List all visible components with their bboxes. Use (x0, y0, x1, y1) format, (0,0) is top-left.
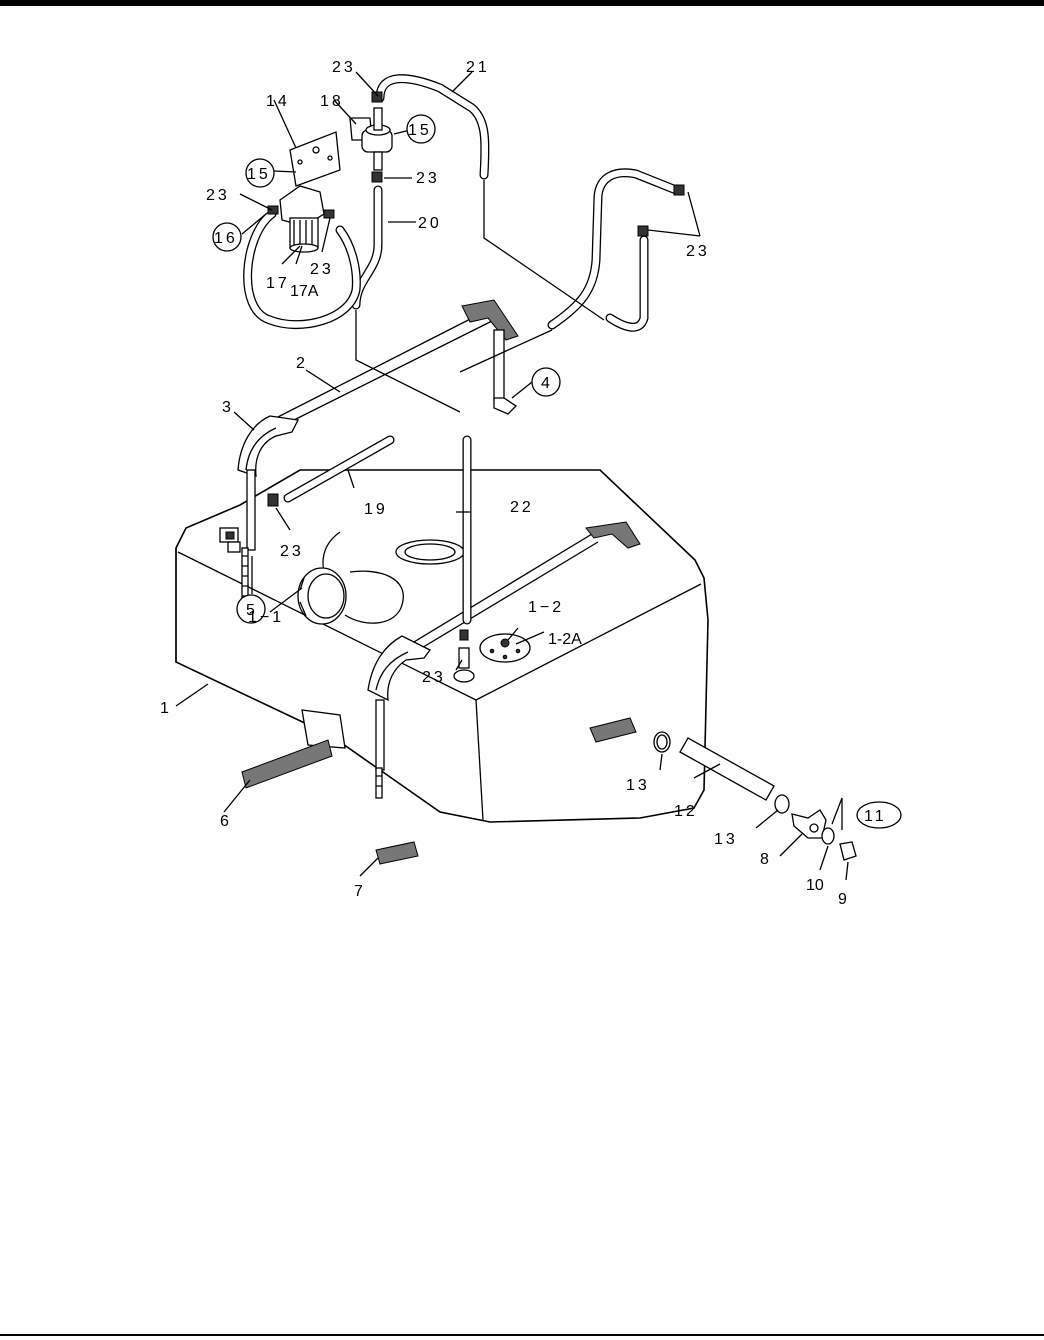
band-hook-right (367, 635, 431, 799)
filter-bracket-14 (289, 131, 341, 187)
label-2: 2 (296, 355, 308, 372)
label-7: 7 (354, 883, 366, 900)
marker-circle-5 (236, 594, 266, 624)
label-23d: 23 (310, 261, 334, 278)
hose-21 (375, 74, 490, 180)
hose-return-right (547, 168, 685, 332)
fuel-filter-17 (267, 185, 335, 253)
fuel-tank (175, 469, 709, 823)
label-11: 11 (864, 808, 887, 825)
label-20: 20 (418, 215, 442, 232)
marker-circle-4 (531, 367, 561, 397)
label-21: 21 (466, 59, 490, 76)
label-22: 22 (510, 499, 534, 516)
label-13a: 13 (626, 777, 650, 794)
tank-band-front (403, 521, 641, 656)
callout-labels: 1 1−1 1−2 1-2A 2 3 4 5 6 7 8 9 10 11 12 … (160, 59, 887, 908)
label-4: 4 (541, 375, 553, 392)
tank-side-fitting (219, 527, 241, 553)
label-23a: 23 (332, 59, 356, 76)
tank-pad-6 (241, 739, 333, 789)
label-23c: 23 (206, 187, 230, 204)
label-16: 16 (214, 230, 238, 247)
label-6: 6 (220, 813, 232, 830)
label-12: 12 (674, 803, 698, 820)
label-23b: 23 (416, 170, 440, 187)
marker-circle-15a (245, 158, 275, 188)
marker-circle-15b (406, 114, 436, 144)
fuel-pump-18 (349, 91, 393, 183)
label-18: 18 (320, 93, 344, 110)
label-5: 5 (246, 602, 258, 619)
marker-circle-16 (212, 222, 242, 252)
label-15a: 15 (247, 166, 271, 183)
label-13b: 13 (714, 831, 738, 848)
label-1-2: 1−2 (528, 599, 564, 616)
hose-filter-loop (243, 209, 361, 330)
top-rule (0, 0, 1044, 6)
label-15b: 15 (408, 122, 432, 139)
label-23g: 23 (422, 669, 446, 686)
label-3: 3 (222, 399, 234, 416)
marker-circle-11 (856, 801, 902, 829)
label-23f: 23 (280, 543, 304, 560)
label-1-1: 1−1 (248, 609, 284, 626)
tank-cap (297, 567, 347, 625)
tank-pad-7 (375, 841, 419, 865)
tank-return-fitting (453, 629, 475, 683)
label-1: 1 (160, 700, 172, 717)
label-9: 9 (838, 891, 850, 908)
drain-assembly (653, 731, 857, 861)
label-8: 8 (760, 851, 772, 868)
label-10: 10 (806, 877, 824, 894)
bottom-rule (0, 1334, 1044, 1336)
label-19: 19 (364, 501, 388, 518)
label-17: 17 (266, 275, 290, 292)
tank-band-rear (271, 299, 519, 429)
label-23e: 23 (686, 243, 710, 260)
label-17a: 17A (290, 283, 319, 300)
label-14: 14 (266, 93, 290, 110)
hose-19 (267, 435, 395, 507)
label-1-2a: 1-2A (548, 631, 582, 648)
fuel-sender-unit (479, 633, 531, 663)
